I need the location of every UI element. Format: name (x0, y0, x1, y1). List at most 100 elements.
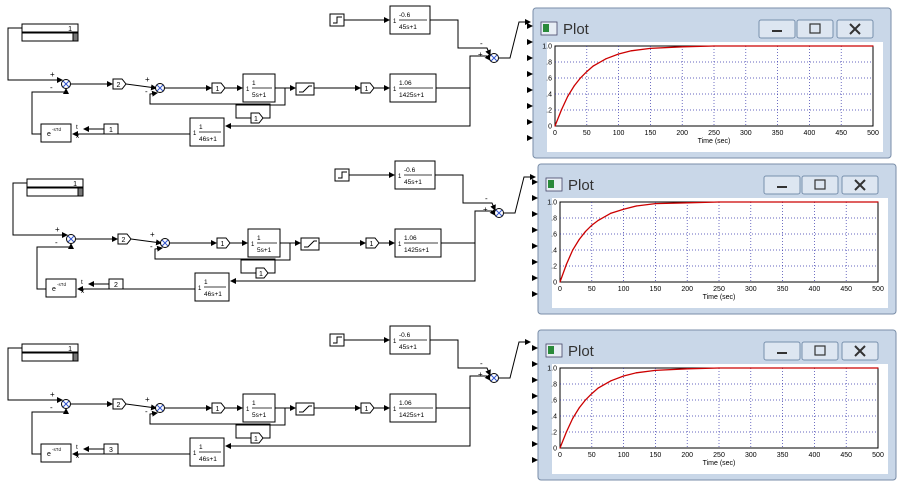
saturation-block[interactable] (300, 237, 320, 251)
saturation-block[interactable] (295, 82, 315, 96)
source-block[interactable]: 1 (21, 23, 79, 42)
maximize-button-body[interactable] (796, 19, 834, 39)
gain-marker-inner[interactable]: 1 (250, 432, 264, 444)
gain-marker-main[interactable]: 2 (117, 233, 132, 245)
outer-sum-junction[interactable] (61, 399, 71, 409)
gain-marker-1-shape[interactable] (216, 237, 231, 249)
series-point (559, 281, 561, 283)
close-button[interactable] (841, 341, 879, 361)
series-point (813, 201, 815, 203)
inner-transfer-function-lead: 1 (246, 87, 250, 93)
series-point (750, 201, 752, 203)
gain-marker-main[interactable]: 2 (112, 398, 127, 410)
maximize-button-body[interactable] (801, 341, 839, 361)
gain-marker-2-shape[interactable] (360, 402, 375, 414)
maximize-button[interactable] (801, 175, 839, 195)
gain-marker-1[interactable]: 1 (216, 237, 231, 249)
close-button[interactable] (836, 19, 874, 39)
gain-marker-main-shape[interactable] (117, 233, 132, 245)
x-tick-label: 350 (777, 286, 789, 293)
gain-marker-inner[interactable]: 1 (250, 112, 264, 124)
x-tick-label: 350 (772, 130, 784, 137)
minimize-button-body[interactable] (758, 19, 796, 39)
time-delay-box[interactable] (40, 123, 72, 143)
close-icon (854, 179, 866, 191)
source-block-body-lower[interactable] (26, 187, 84, 197)
saturation-icon (299, 85, 312, 93)
source-block-body-lower[interactable] (21, 352, 79, 362)
minimize-button[interactable] (763, 341, 801, 361)
saturation-box[interactable] (295, 402, 315, 416)
plot-window-title: Plot (563, 21, 590, 38)
signal-line (235, 88, 286, 119)
gain-marker-inner-shape[interactable] (250, 112, 264, 124)
saturation-box[interactable] (295, 82, 315, 96)
maximize-button[interactable] (801, 341, 839, 361)
feedback-transfer-function-numerator: 1 (199, 124, 203, 131)
maximize-button-body[interactable] (801, 175, 839, 195)
minimize-button-body[interactable] (763, 341, 801, 361)
gain-marker-2[interactable]: 1 (360, 82, 375, 94)
outer-sum-junction[interactable] (61, 79, 71, 89)
time-delay-box[interactable] (40, 443, 72, 463)
maximize-button[interactable] (796, 19, 834, 39)
series-point (572, 417, 574, 419)
inner-sum-junction[interactable] (160, 238, 170, 248)
gain-marker-2[interactable]: 1 (360, 402, 375, 414)
gain-marker-1-shape[interactable] (211, 402, 226, 414)
time-delay-box[interactable] (45, 278, 77, 298)
gain-marker-main-shape[interactable] (112, 398, 127, 410)
x-axis-label: Time (sec) (703, 294, 736, 301)
minimize-button[interactable] (763, 175, 801, 195)
source-block[interactable]: 1 (26, 178, 84, 197)
gain-marker-1-shape[interactable] (211, 82, 226, 94)
output-sum-junction[interactable] (494, 208, 504, 218)
x-tick-label: 150 (650, 452, 662, 459)
gain-marker-2[interactable]: 1 (365, 237, 380, 249)
minimize-button[interactable] (758, 19, 796, 39)
gain-marker-main-shape[interactable] (112, 78, 127, 90)
gain-marker-2-shape[interactable] (360, 82, 375, 94)
gain-marker-2-shape[interactable] (365, 237, 380, 249)
outer-sum-junction[interactable] (66, 234, 76, 244)
step-source[interactable] (329, 13, 345, 27)
gain-marker-main[interactable]: 2 (112, 78, 127, 90)
saturation-block[interactable] (295, 402, 315, 416)
gain-marker-inner[interactable]: 1 (255, 267, 269, 279)
saturation-box[interactable] (300, 237, 320, 251)
source-block-body-lower[interactable] (21, 32, 79, 42)
gain-marker-1[interactable]: 1 (211, 82, 226, 94)
output-sum-junction[interactable] (489, 53, 499, 63)
signal-line (130, 238, 162, 246)
inner-sum-junction[interactable] (155, 83, 165, 93)
source-block[interactable]: 1 (21, 343, 79, 362)
series-line (559, 201, 878, 283)
gain-marker-1-label: 1 (216, 86, 220, 93)
close-button[interactable] (841, 175, 879, 195)
feedback-transfer-function-denominator: 46s+1 (199, 456, 217, 463)
output-sum-junction[interactable] (489, 373, 499, 383)
minimize-button-body[interactable] (763, 175, 801, 195)
step-source[interactable] (329, 333, 345, 347)
gain-marker-inner-shape[interactable] (250, 432, 264, 444)
gain-marker-1[interactable]: 1 (211, 402, 226, 414)
source-value: 1 (68, 26, 72, 33)
step-source[interactable] (334, 168, 350, 182)
gain-marker-inner-shape[interactable] (255, 267, 269, 279)
inner-sum-junction[interactable] (155, 403, 165, 413)
